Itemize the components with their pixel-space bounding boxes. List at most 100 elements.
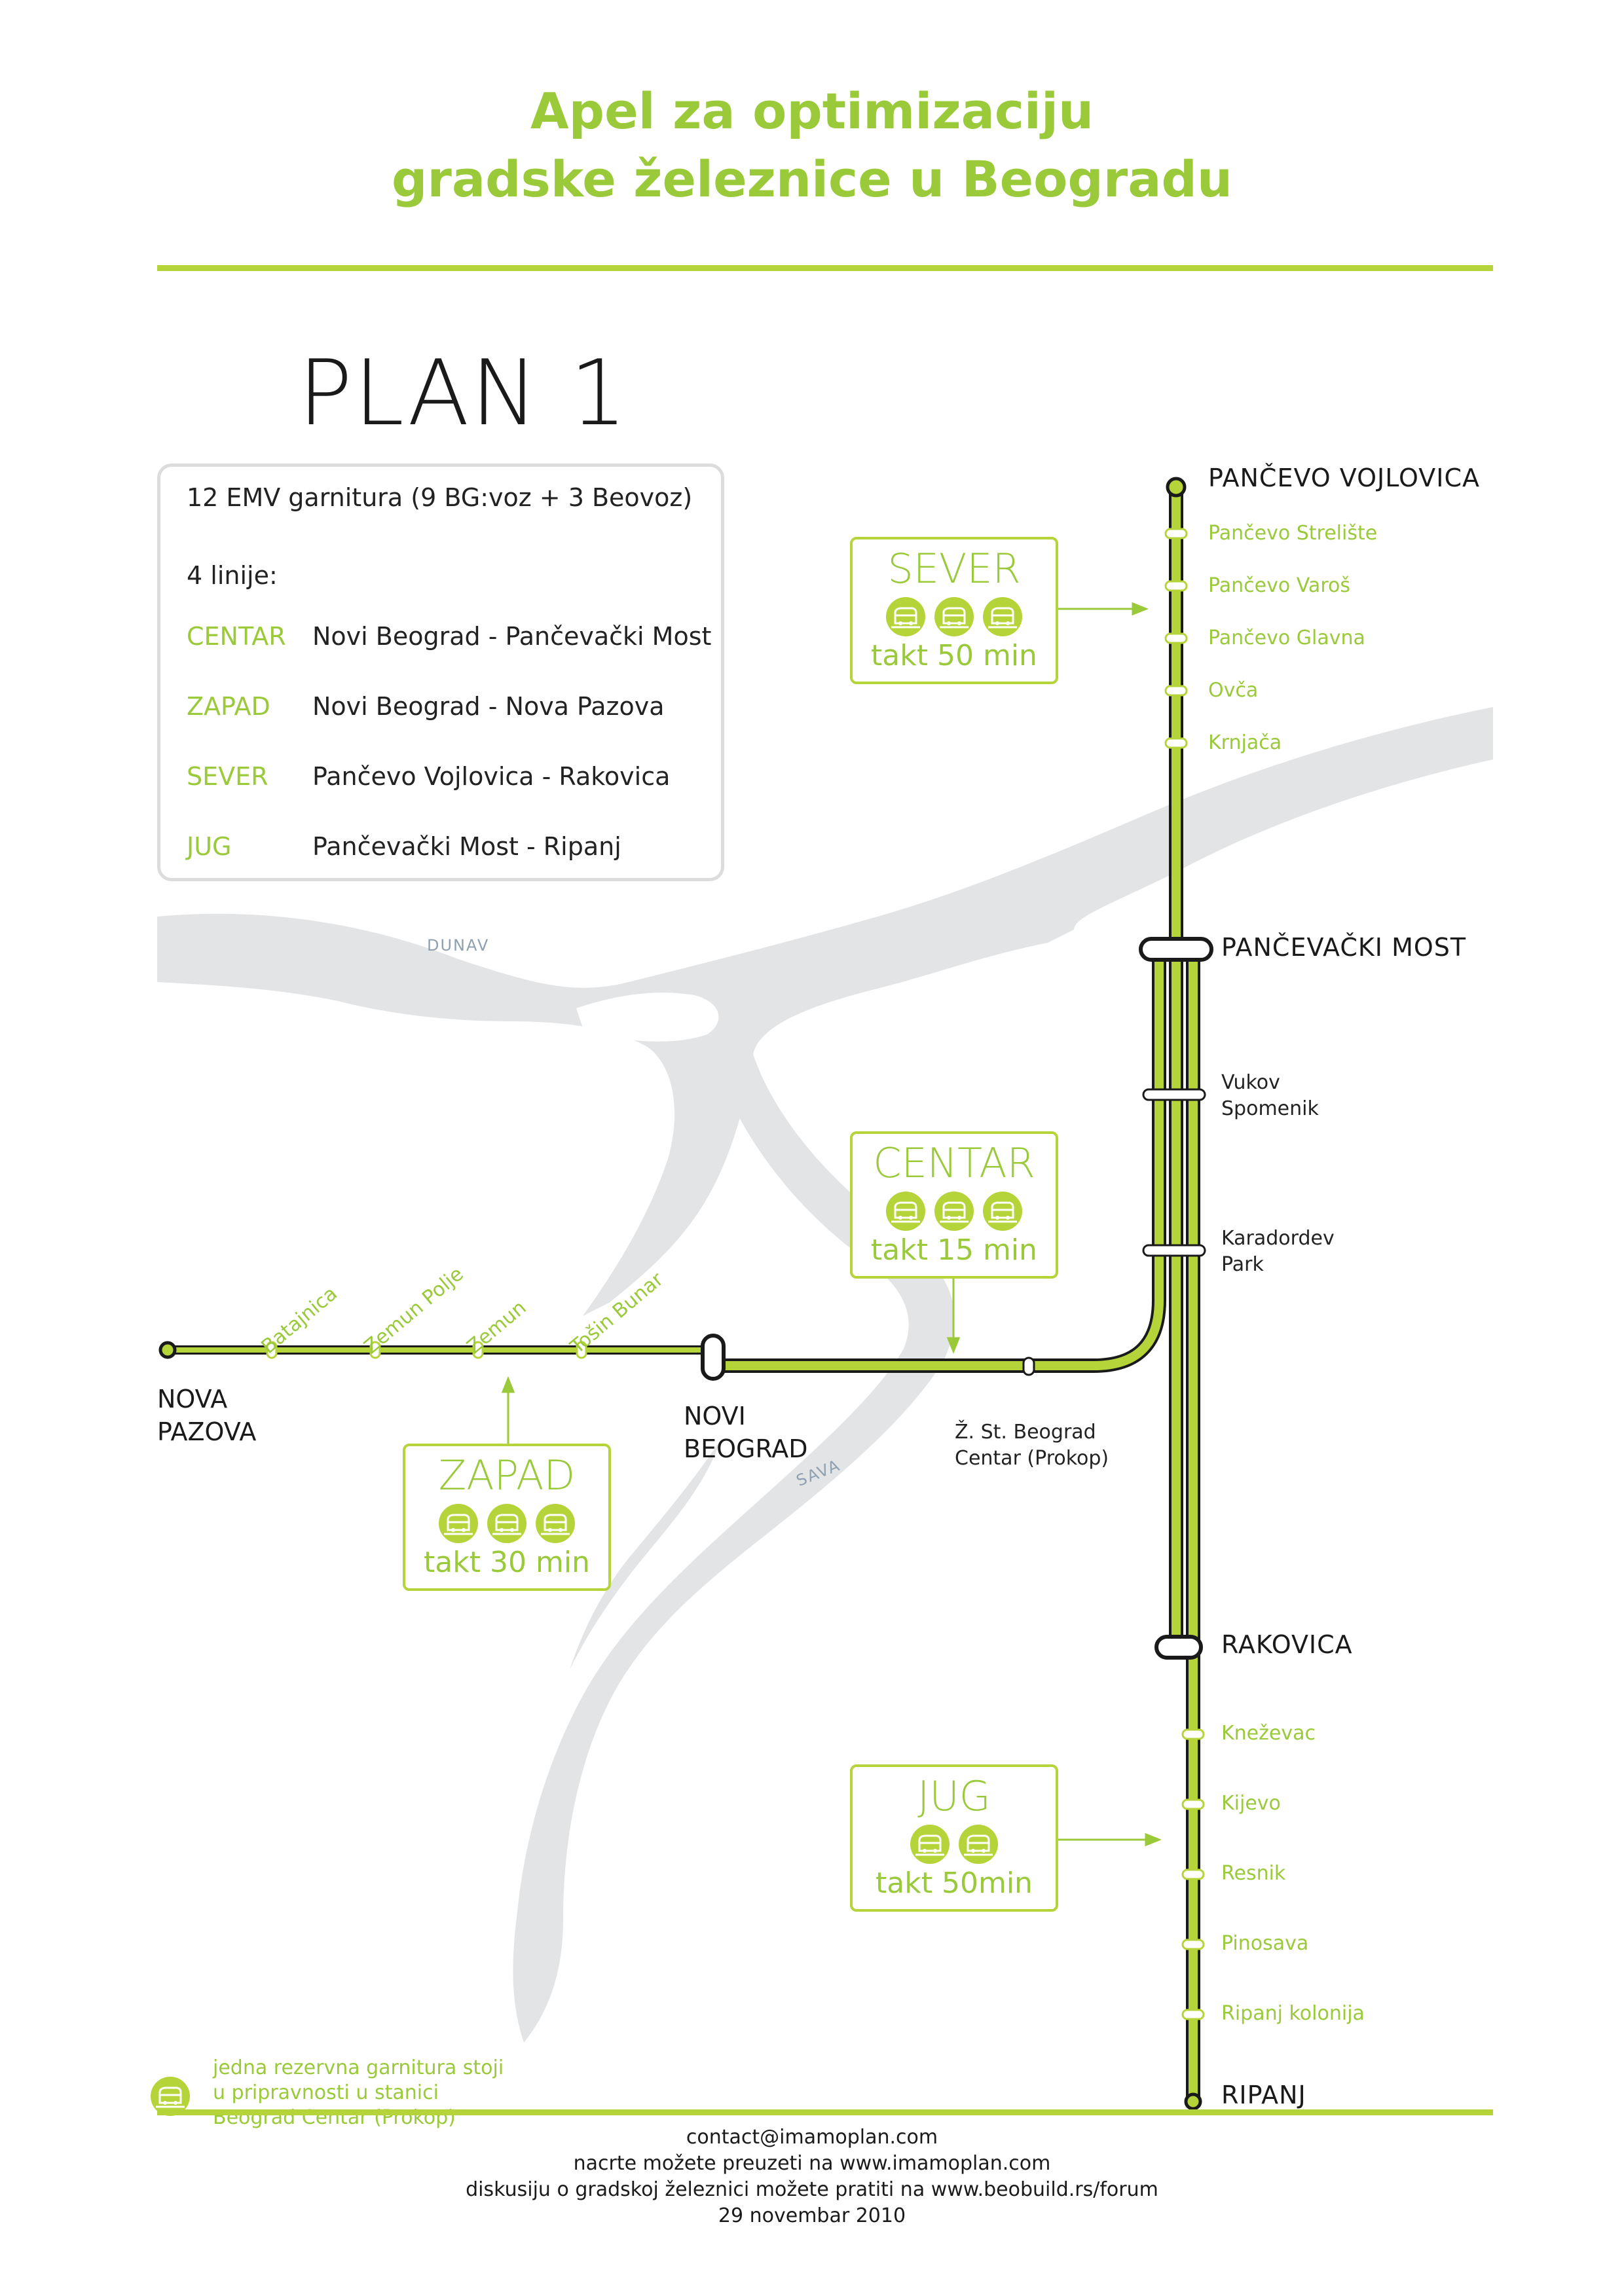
- station-novi-beograd-line1: NOVI: [684, 1402, 746, 1430]
- bottom-divider: [157, 2109, 1493, 2115]
- station-pancevo-varos: Pančevo Varoš: [1208, 574, 1350, 597]
- station-prokop-line2: Centar (Prokop): [955, 1447, 1109, 1470]
- reserve-note: jedna rezervna garnitura stoji u priprav…: [213, 2056, 504, 2130]
- interchange-pancevacki-most: [1139, 937, 1213, 962]
- interchange-rakovica: [1154, 1635, 1203, 1660]
- station-prokop-line1: Ž. St. Beograd: [955, 1421, 1096, 1444]
- service-box-jug: JUG takt 50min: [850, 1764, 1058, 1912]
- service-sever-name: SEVER: [887, 545, 1021, 592]
- station-rakovica: RAKOVICA: [1221, 1630, 1353, 1659]
- service-centar-trains: [853, 1192, 1056, 1231]
- station-resnik: Resnik: [1221, 1862, 1286, 1885]
- poster-title: Apel za optimizaciju gradske železnice u…: [0, 77, 1624, 213]
- legend-summary: 12 EMV garnitura (9 BG:voz + 3 Beovoz): [187, 483, 693, 512]
- station-nova-pazova-line1: NOVA: [157, 1385, 228, 1413]
- terminus-ripanj: [1184, 2092, 1202, 2111]
- station-ovca: Ovča: [1208, 679, 1259, 702]
- footer-forum: diskusiju o gradskoj železnici možete pr…: [466, 2178, 1158, 2201]
- legend-key-sever: SEVER: [187, 762, 268, 791]
- reserve-note-line1: jedna rezervna garnitura stoji: [213, 2056, 504, 2079]
- train-icon: [983, 597, 1022, 636]
- service-box-sever: SEVER takt 50 min: [850, 537, 1058, 684]
- station-ripanj: RIPANJ: [1221, 2081, 1306, 2109]
- service-box-zapad: ZAPAD takt 30 min: [403, 1444, 611, 1591]
- service-zapad-takt: takt 30 min: [424, 1546, 590, 1579]
- footer: contact@imamoplan.com nacrte možete preu…: [0, 2124, 1624, 2229]
- stop-kijevo: [1181, 1798, 1205, 1810]
- river-dunav: [157, 707, 1493, 1316]
- title-line-2: gradske železnice u Beogradu: [391, 150, 1233, 208]
- footer-date: 29 novembar 2010: [718, 2204, 906, 2227]
- service-centar-takt: takt 15 min: [871, 1233, 1037, 1267]
- terminus-pancevo-vojlovica: [1166, 477, 1187, 498]
- station-karadordev-park-line1: Karadordev: [1221, 1227, 1335, 1250]
- line-centar: [703, 942, 1166, 1373]
- legend-route-jug: Pančevački Most - Ripanj: [312, 832, 621, 861]
- station-pancevo-glavna: Pančevo Glavna: [1208, 627, 1365, 649]
- legend-route-zapad: Novi Beograd - Nova Pazova: [312, 692, 665, 721]
- service-box-centar: CENTAR takt 15 min: [850, 1131, 1058, 1279]
- stop-ripanj-kolonija: [1181, 2009, 1205, 2020]
- stop-zemun-polje: [369, 1341, 381, 1359]
- station-vukov-spomenik-line1: Vukov: [1221, 1071, 1280, 1094]
- station-pancevo-streliste: Pančevo Strelište: [1208, 522, 1378, 545]
- stop-vukov-spomenik: [1142, 1088, 1206, 1101]
- legend-box: [157, 464, 724, 881]
- river-sava-branch: [570, 1440, 720, 1669]
- station-novi-beograd: NOVI BEOGRAD: [684, 1400, 808, 1465]
- stop-pancevo-glavna: [1164, 632, 1188, 644]
- station-vukov-spomenik-line2: Spomenik: [1221, 1097, 1319, 1120]
- train-icon: [886, 597, 925, 636]
- rivers: [157, 707, 1493, 2043]
- station-kijevo: Kijevo: [1221, 1792, 1281, 1815]
- legend-route-centar: Novi Beograd - Pančevački Most: [312, 622, 712, 651]
- train-icon: [934, 597, 974, 636]
- train-icon: [439, 1504, 478, 1543]
- stop-batajnica: [266, 1341, 278, 1359]
- service-jug-trains: [853, 1825, 1056, 1864]
- stop-zemun: [472, 1341, 484, 1359]
- legend-lines-heading: 4 linije:: [187, 561, 278, 590]
- stop-ovca: [1164, 685, 1188, 697]
- stop-karadordev-park: [1142, 1244, 1206, 1257]
- service-jug-takt: takt 50min: [876, 1867, 1033, 1900]
- station-pancevacki-most: PANČEVAČKI MOST: [1221, 933, 1467, 962]
- train-icon: [536, 1504, 575, 1543]
- service-jug-name: JUG: [917, 1772, 991, 1820]
- interchange-novi-beograd: [701, 1334, 726, 1381]
- station-nova-pazova: NOVA PAZOVA: [157, 1383, 256, 1448]
- stop-prokop: [1022, 1357, 1035, 1376]
- service-sever-takt: takt 50 min: [871, 639, 1037, 672]
- footer-contact[interactable]: contact@imamoplan.com: [686, 2126, 938, 2149]
- stop-tosin-bunar: [576, 1341, 587, 1359]
- stop-knezevac: [1181, 1728, 1205, 1740]
- service-centar-name: CENTAR: [873, 1139, 1035, 1187]
- station-prokop: Ž. St. Beograd Centar (Prokop): [955, 1419, 1109, 1472]
- terminus-nova-pazova: [158, 1341, 177, 1359]
- minor-stops: [266, 528, 1205, 2020]
- station-vukov-spomenik: Vukov Spomenik: [1221, 1070, 1319, 1122]
- station-nova-pazova-line2: PAZOVA: [157, 1417, 257, 1446]
- top-divider: [157, 265, 1493, 271]
- footer-download: nacrte možete preuzeti na www.imamoplan.…: [573, 2152, 1051, 2175]
- river-sava: [513, 1054, 955, 2043]
- service-sever-trains: [853, 597, 1056, 636]
- service-zapad-trains: [405, 1504, 608, 1543]
- legend-key-centar: CENTAR: [187, 622, 286, 651]
- stop-krnjaca: [1164, 737, 1188, 749]
- train-icon: [934, 1192, 974, 1231]
- train-icon: [886, 1192, 925, 1231]
- train-icon: [487, 1504, 526, 1543]
- river-label-dunav: DUNAV: [427, 936, 490, 955]
- legend-key-zapad: ZAPAD: [187, 692, 270, 721]
- legend-route-sever: Pančevo Vojlovica - Rakovica: [312, 762, 671, 791]
- stop-pancevo-varos: [1164, 580, 1188, 592]
- station-karadordev-park: Karadordev Park: [1221, 1226, 1335, 1278]
- title-line-1: Apel za optimizaciju: [530, 82, 1094, 140]
- station-pinosava: Pinosava: [1221, 1932, 1309, 1955]
- service-zapad-name: ZAPAD: [438, 1451, 576, 1499]
- train-icon: [983, 1192, 1022, 1231]
- river-dunav-inner: [576, 993, 719, 1042]
- stop-pinosava: [1181, 1939, 1205, 1950]
